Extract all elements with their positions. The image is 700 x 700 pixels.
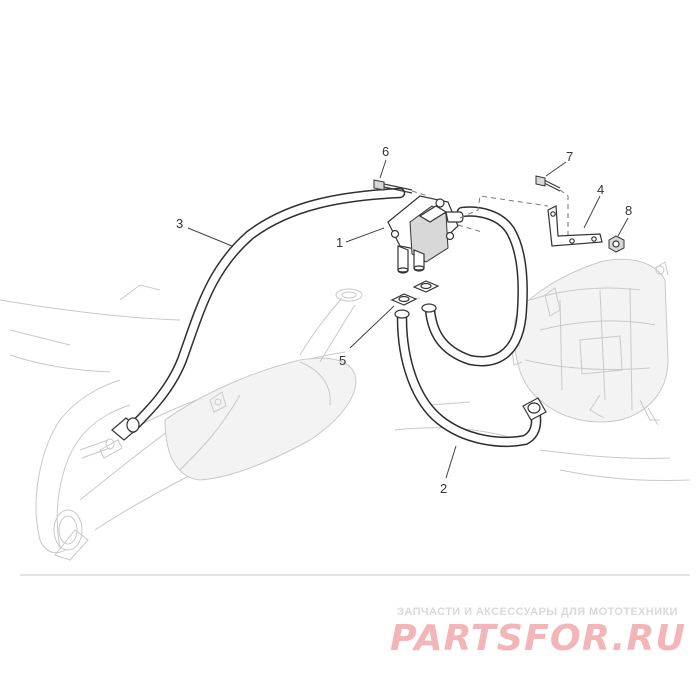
callout-4: 4 [583,182,604,229]
callout-6: 6 [379,144,389,179]
screw[interactable] [535,175,561,192]
hose-clamp [522,397,547,421]
watermark-tagline: ЗАПЧАСТИ И АКСЕССУАРЫ ДЛЯ МОТОТЕХНИКИ [397,606,678,618]
nut[interactable] [608,235,625,253]
bracket[interactable] [547,205,603,247]
callout-label: 5 [339,353,346,368]
long-hose[interactable] [111,187,406,441]
reed-valve-body[interactable] [387,195,464,274]
callout-label: 8 [625,203,632,218]
hose-end-connectors [394,303,437,319]
svg-text:PARTSFOR.RU: PARTSFOR.RU [390,618,686,659]
upper-loop-hose[interactable] [424,206,528,367]
hose-clamp [111,417,140,441]
callout-5: 5 [339,305,395,368]
callout-3: 3 [176,216,233,247]
callout-label: 1 [336,235,343,250]
watermark-logo: PARTSFOR.RU [390,618,686,659]
callout-label: 3 [176,216,183,231]
callout-label: 7 [566,149,573,164]
callout-label: 4 [597,182,604,197]
screw[interactable] [373,179,413,194]
air-filter-box-outline [511,258,669,426]
callout-8: 8 [617,203,632,237]
gasket[interactable] [390,280,440,306]
assembly-guide-line [411,190,429,197]
callout-label: 6 [382,144,389,159]
callout-1: 1 [336,227,385,250]
callout-2: 2 [440,445,457,496]
callout-label: 2 [440,481,447,496]
callout-7: 7 [545,149,573,177]
exhaust-pipe-outline [35,288,363,561]
assembly-guide-lines [457,189,601,243]
lower-hose[interactable] [396,312,547,448]
